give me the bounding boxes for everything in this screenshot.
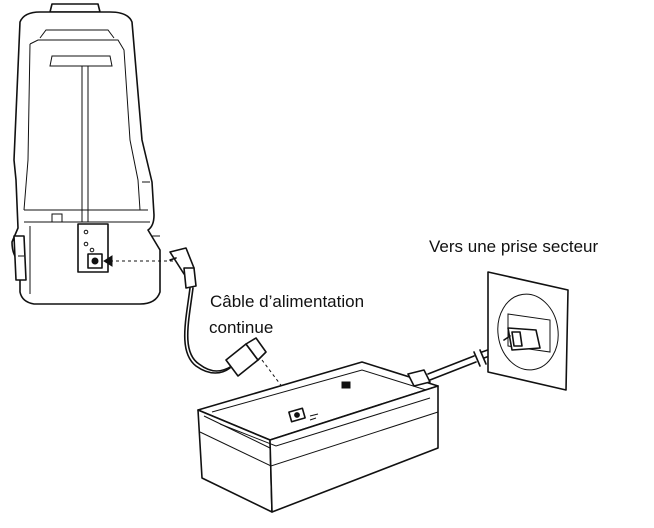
dc-cable-label-line1: Câble d’alimentation: [210, 292, 365, 311]
ac-cord: [427, 355, 475, 375]
dc-plug-device: [169, 247, 197, 289]
outlet-label: Vers une prise secteur: [429, 237, 599, 256]
mains-plug: [503, 327, 541, 351]
charger-base: [197, 361, 439, 513]
dc-cable-label-line2: continue: [209, 318, 274, 337]
device-arrow-icon: [103, 255, 113, 267]
dc-plug-charger: [225, 337, 267, 377]
charger-leader-line: [261, 359, 293, 401]
dc-cable: [183, 287, 231, 374]
device-back-view: [11, 3, 161, 305]
